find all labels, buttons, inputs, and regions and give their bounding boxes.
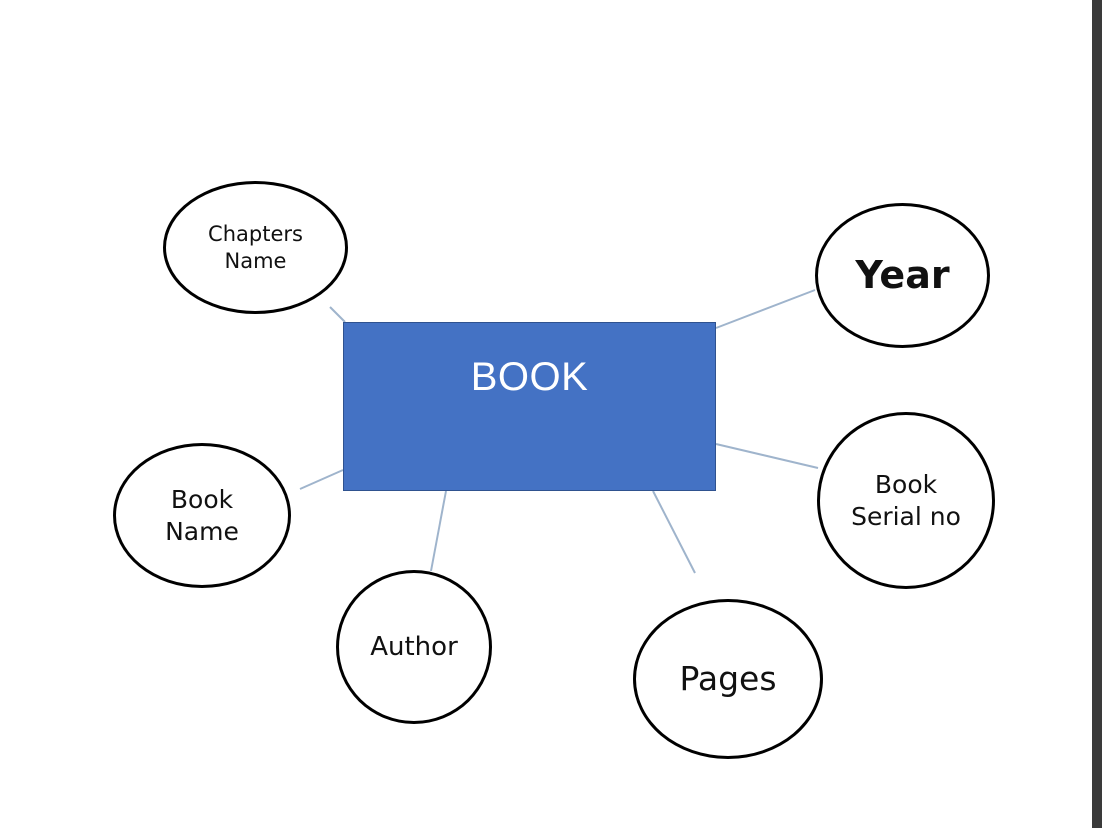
attribute-pages: Pages [633, 599, 823, 759]
connector-serial [715, 443, 819, 469]
attribute-author-label: Author [370, 631, 458, 662]
connector-author [430, 490, 447, 572]
attribute-chapters-name-label: Chapters Name [208, 222, 303, 273]
attribute-book-name: Book Name [113, 443, 291, 588]
connector-bookname [299, 469, 344, 490]
attribute-book-serial-no: Book Serial no [817, 412, 995, 589]
connector-chapters [329, 306, 346, 323]
attribute-book-name-label: Book Name [165, 485, 239, 546]
attribute-chapters-name: Chapters Name [163, 181, 348, 314]
attribute-book-serial-no-label: Book Serial no [851, 470, 961, 531]
attribute-author: Author [336, 570, 492, 724]
connector-pages [652, 490, 696, 574]
attribute-year-label: Year [855, 252, 950, 297]
window-edge [1092, 0, 1102, 828]
book-entity: BOOK [343, 322, 716, 491]
attribute-pages-label: Pages [679, 659, 777, 699]
attribute-year: Year [815, 203, 990, 348]
connector-year [715, 289, 816, 329]
book-entity-label: BOOK [470, 355, 589, 399]
